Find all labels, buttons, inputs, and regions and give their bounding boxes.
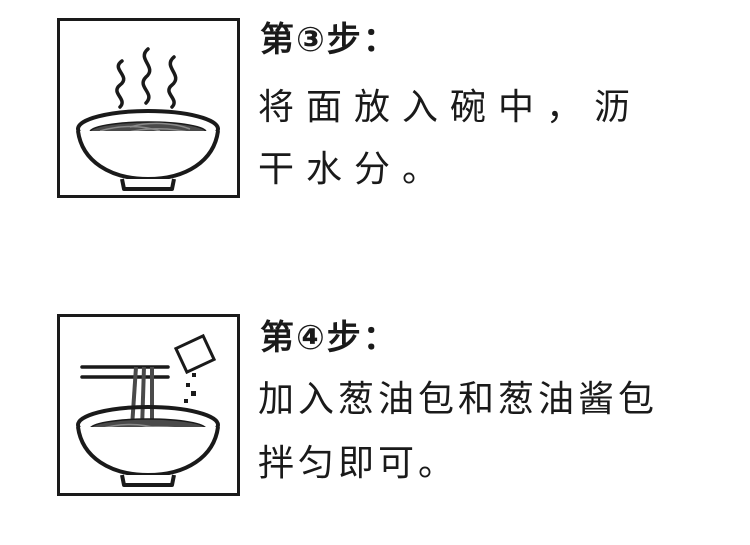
steam-icon [115,47,178,109]
step-3-title: 第③步： [260,20,399,60]
sauce-packet-icon [173,333,217,375]
step-4-illustration [57,314,240,496]
chopsticks-icon [80,365,170,379]
step-4-text-line-1: 加入葱油包和葱油酱包 [258,379,659,420]
step-4-title: 第④步： [260,318,399,358]
drops-icon [184,373,196,403]
step-3-illustration [57,18,240,198]
step-3-text-line-2: 干水分。 [258,149,451,190]
step-4-text-line-2: 拌匀即可。 [258,443,459,484]
steaming-noodle-bowl-icon [76,47,220,191]
bowl-chopsticks-sauce-packet-icon [76,333,220,487]
step-3-text-line-1: 将面放入碗中，沥 [258,87,643,128]
